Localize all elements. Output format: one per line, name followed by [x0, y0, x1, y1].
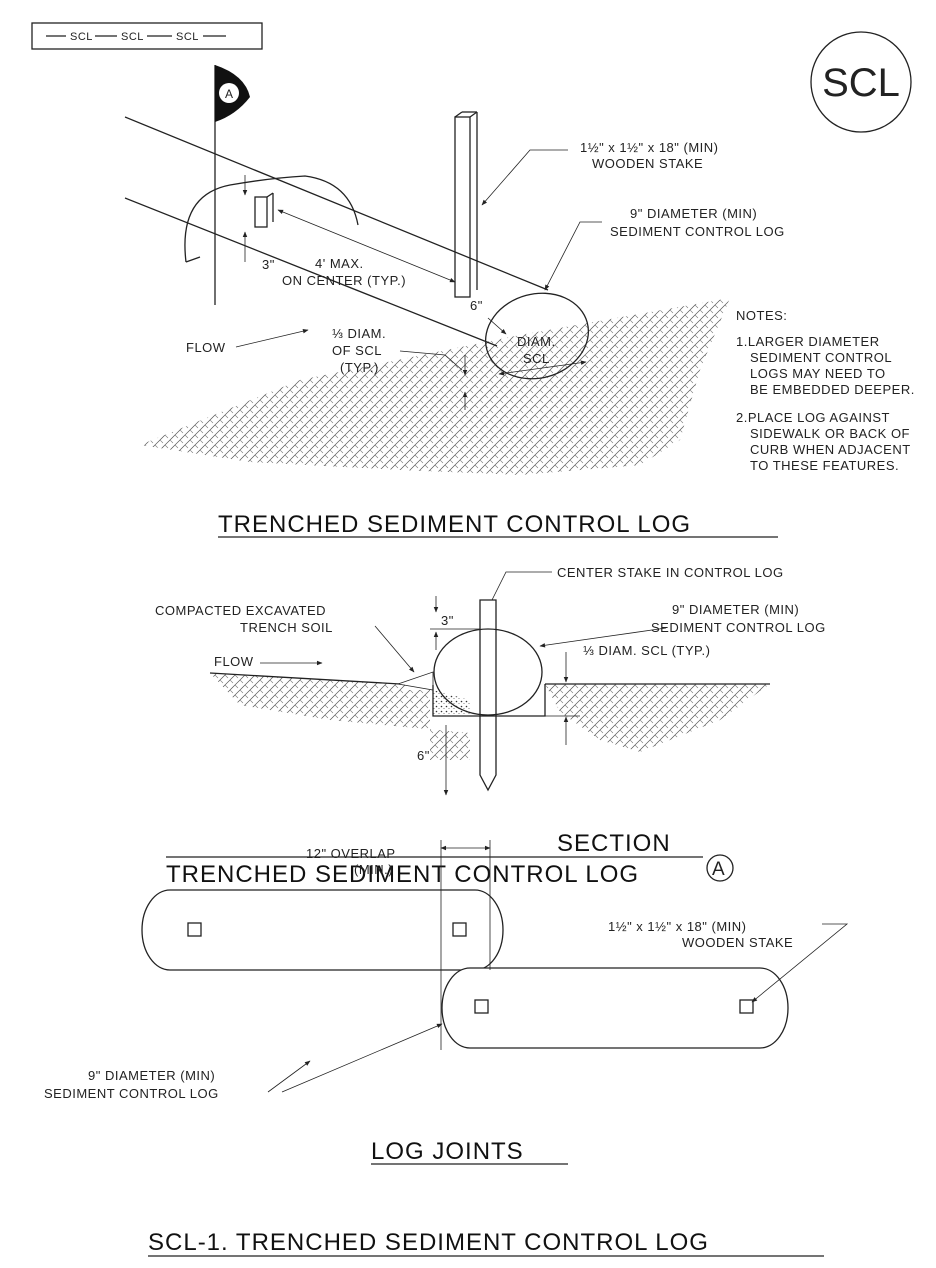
section-title-2: TRENCHED SEDIMENT CONTROL LOG — [166, 861, 639, 888]
section-log-label-2: SEDIMENT CONTROL LOG — [651, 620, 826, 635]
note2-line3: CURB WHEN ADJACENT — [750, 442, 911, 457]
overlap-label-1: 12" OVERLAP — [306, 846, 396, 861]
joint-stake-label-1: 1½" x 1½" x 18" (MIN) — [608, 919, 747, 934]
compacted-soil — [397, 671, 434, 691]
center-stake-label: CENTER STAKE IN CONTROL LOG — [557, 565, 784, 580]
stake-lower-left — [474, 999, 489, 1014]
note2-line2: SIDEWALK OR BACK OF — [750, 426, 910, 441]
section-third-label: ⅓ DIAM. SCL (TYP.) — [583, 643, 710, 658]
spacing-line2: ON CENTER (TYP.) — [282, 273, 406, 288]
stake-label-2: WOODEN STAKE — [592, 156, 703, 171]
log-label-1: 9" DIAMETER (MIN) — [630, 206, 757, 221]
log-upper — [141, 889, 504, 971]
scl-symbol-label: SCL — [822, 61, 900, 105]
section-stake — [479, 599, 497, 792]
plan-title: TRENCHED SEDIMENT CONTROL LOG — [218, 511, 691, 538]
wooden-stake — [454, 116, 471, 298]
note1-line2: SEDIMENT CONTROL — [750, 350, 892, 365]
notes: NOTES: 1.LARGER DIAMETER SEDIMENT CONTRO… — [736, 308, 915, 473]
note1-line1: 1.LARGER DIAMETER — [736, 334, 880, 349]
stake-upper-left — [187, 922, 202, 937]
section-log-label-1: 9" DIAMETER (MIN) — [672, 602, 799, 617]
compacted-label-1: COMPACTED EXCAVATED — [155, 603, 326, 618]
section-log — [433, 628, 543, 716]
stake-lower-right — [739, 999, 754, 1014]
stake-upper-right — [452, 922, 467, 937]
section-marker-letter: A — [712, 859, 725, 880]
sheet-title: SCL-1. TRENCHED SEDIMENT CONTROL LOG — [148, 1229, 709, 1256]
note1-line4: BE EMBEDDED DEEPER. — [750, 382, 915, 397]
compacted-label-2: TRENCH SOIL — [240, 620, 333, 635]
log-lower — [441, 967, 789, 1049]
line-type-legend: SCL SCL SCL — [31, 22, 263, 50]
log-joints-view: 12" OVERLAP (MIN.) 1½" x 1½" x 18" (MIN)… — [44, 840, 849, 1101]
section-dim-6in: 6" — [417, 748, 430, 763]
section-view: 3" 6" CENTER STAKE IN CONTROL LOG COMPAC… — [155, 565, 826, 796]
small-stake — [254, 196, 268, 228]
diam-label-2: SCL — [523, 351, 550, 366]
isometric-view: A 3" 4' MAX. ON CENTER (TYP.) 6" DIAM. S… — [124, 65, 785, 475]
note2-line4: TO THESE FEATURES. — [750, 458, 899, 473]
stake-label-1: 1½" x 1½" x 18" (MIN) — [580, 140, 719, 155]
log-end — [484, 292, 590, 380]
section-marker-circle — [706, 854, 734, 882]
section-dim-3in: 3" — [441, 613, 454, 628]
overlap-label-2: (MIN.) — [354, 862, 393, 877]
log-label-2: SEDIMENT CONTROL LOG — [610, 224, 785, 239]
legend-label-3: SCL — [176, 31, 199, 43]
third-diam-1: ⅓ DIAM. — [332, 326, 386, 341]
scl-symbol: SCL — [810, 31, 912, 133]
note1-line3: LOGS MAY NEED TO — [750, 366, 886, 381]
third-diam-2: OF SCL — [332, 343, 382, 358]
note2-line1: 2.PLACE LOG AGAINST — [736, 410, 890, 425]
notes-heading: NOTES: — [736, 308, 787, 323]
legend-label-1: SCL — [70, 31, 93, 43]
spacing-line1: 4' MAX. — [315, 256, 364, 271]
dim-3in: 3" — [262, 257, 275, 272]
joint-log-label-1: 9" DIAMETER (MIN) — [88, 1068, 215, 1083]
ground-soil — [140, 298, 730, 475]
joint-log-label-2: SEDIMENT CONTROL LOG — [44, 1086, 219, 1101]
section-title-1: SECTION — [557, 830, 671, 857]
joint-stake-label-2: WOODEN STAKE — [682, 935, 793, 950]
dim-6in: 6" — [470, 298, 483, 313]
third-diam-3: (TYP.) — [340, 360, 379, 375]
section-flow-label: FLOW — [214, 654, 254, 669]
joints-title: LOG JOINTS — [371, 1138, 524, 1165]
diam-label-1: DIAM. — [517, 334, 556, 349]
flow-label: FLOW — [186, 340, 226, 355]
legend-label-2: SCL — [121, 31, 144, 43]
section-flag-letter: A — [225, 87, 234, 101]
